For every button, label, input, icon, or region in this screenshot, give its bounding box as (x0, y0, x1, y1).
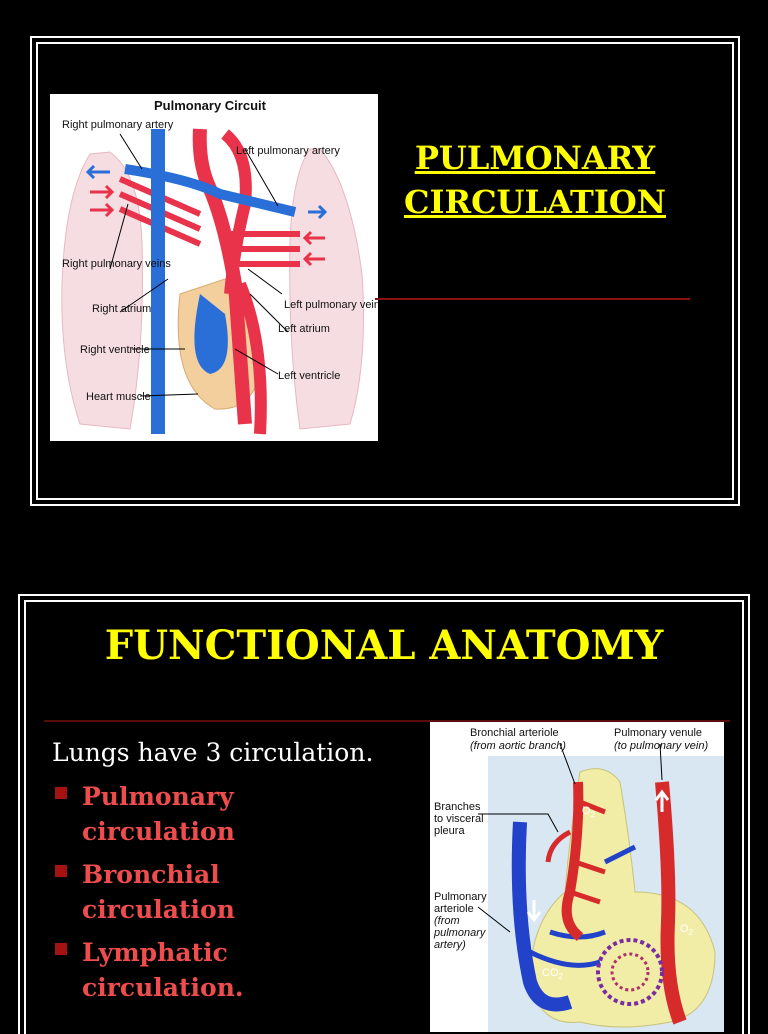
arrow-up-icon (654, 789, 670, 812)
capillary-network-inner (610, 952, 650, 992)
list-item-line: Bronchial (82, 860, 220, 889)
label-right-ventricle: Right ventricle (80, 344, 150, 356)
bullet-square-icon (55, 943, 67, 955)
slide-pulmonary-circulation: Pulmonary Circuit Right pulmonary artery… (30, 36, 740, 506)
bullet-square-icon (55, 865, 67, 877)
red-branches (545, 799, 606, 905)
arrow-right-red-icon (90, 184, 115, 218)
pulmonary-circuit-diagram: Pulmonary Circuit Right pulmonary artery… (50, 94, 378, 441)
label-co2-subscript: 2 (559, 972, 564, 981)
pulmonary-arteriole-vessel (511, 821, 573, 1012)
intro-text: Lungs have 3 circulation. (52, 738, 374, 767)
label-co2: CO2 (542, 967, 564, 981)
list-item-line: circulation (82, 895, 235, 924)
slide-title: FUNCTIONAL ANATOMY (104, 622, 664, 669)
label-branches-line-3: pleura (434, 825, 465, 837)
slide-functional-anatomy: FUNCTIONAL ANATOMY Lungs have 3 circulat… (18, 594, 750, 1034)
label-pulmonary-venule-sub: (to pulmonary vein) (614, 740, 708, 752)
bronchial-arteriole-vessel (561, 781, 584, 941)
bronchial-circulation-svg: Bronchial arteriole (from aortic branch)… (433, 727, 724, 1032)
title-divider (44, 720, 730, 722)
label-pulmonary-arteriole-5: artery) (434, 939, 466, 951)
slide-frame-outer (18, 594, 750, 1034)
red-vessel-down (234, 281, 267, 435)
title-line-2: CIRCULATION (404, 183, 666, 221)
label-o2-right: O2 (680, 923, 694, 937)
right-lung-shape (61, 151, 143, 430)
slide-title: PULMONARY CIRCULATION (390, 136, 680, 224)
figure-title: Pulmonary Circuit (154, 98, 267, 113)
label-pulmonary-venule: Pulmonary venule (614, 727, 702, 739)
label-left-pulmonary-artery: Left pulmonary artery (236, 145, 340, 157)
left-lung-shape (289, 148, 364, 430)
list-item: Lymphatic circulation. (52, 935, 412, 1005)
label-right-pulmonary-veins: Right pulmonary veins (62, 258, 171, 270)
label-pulmonary-arteriole-4: pulmonary (433, 927, 487, 939)
red-vessel-arch (220, 129, 252, 295)
label-heart-muscle: Heart muscle (86, 391, 151, 403)
bullet-square-icon (55, 787, 67, 799)
label-branches-line-1: Branches (434, 801, 481, 813)
bronchial-circulation-diagram: Bronchial arteriole (from aortic branch)… (430, 722, 724, 1032)
label-o2-text: O (582, 805, 591, 817)
label-pulmonary-arteriole-3: (from (434, 915, 460, 927)
list-item: Pulmonary circulation (52, 779, 412, 849)
slide-frame-inner (36, 42, 734, 500)
label-pulmonary-arteriole-1: Pulmonary (434, 891, 487, 903)
list-item-line: circulation (82, 817, 235, 846)
label-left-atrium: Left atrium (278, 323, 330, 335)
label-o2-text: O (680, 923, 689, 935)
list-item-line: circulation. (82, 973, 244, 1002)
label-o2-subscript: 2 (591, 810, 596, 819)
title-line-1: PULMONARY (414, 139, 656, 177)
capillary-network (596, 938, 664, 1006)
label-right-pulmonary-artery: Right pulmonary artery (62, 119, 174, 131)
pulmonary-venule-vessel (655, 781, 687, 1025)
label-left-ventricle: Left ventricle (278, 370, 340, 382)
label-right-atrium: Right atrium (92, 303, 151, 315)
right-ventricle-shape (194, 294, 228, 374)
slide-frame-inner (24, 600, 744, 1034)
leader-lines (477, 743, 663, 933)
list-item-line: Lymphatic (82, 938, 228, 967)
label-bronchial-arteriole: Bronchial arteriole (470, 727, 559, 739)
pulmonary-circuit-svg: Pulmonary Circuit Right pulmonary artery… (61, 98, 378, 435)
label-o2-subscript: 2 (689, 928, 694, 937)
label-left-pulmonary-veins: Left pulmonary veins (284, 299, 378, 311)
title-divider (375, 298, 690, 300)
label-o2-top: O2 (582, 805, 596, 819)
label-bronchial-arteriole-sub: (from aortic branch) (470, 740, 566, 752)
arrow-right-blue-icon (308, 204, 328, 220)
label-pulmonary-arteriole-2: arteriole (434, 903, 474, 915)
leader-lines (109, 133, 289, 397)
arrow-down-icon (526, 900, 542, 923)
circulation-list: Pulmonary circulation Bronchial circulat… (52, 779, 412, 1013)
arrow-left-blue-icon (85, 164, 110, 180)
slide-frame-outer (30, 36, 740, 506)
list-item-line: Pulmonary (82, 782, 234, 811)
label-branches-line-2: to visceral (434, 813, 484, 825)
pulmonary-artery-vessel (124, 164, 297, 217)
label-co2-text: CO (542, 967, 559, 979)
left-pulmonary-veins (225, 231, 300, 267)
arrow-left-red-icon (302, 230, 325, 267)
list-item: Bronchial circulation (52, 857, 412, 927)
